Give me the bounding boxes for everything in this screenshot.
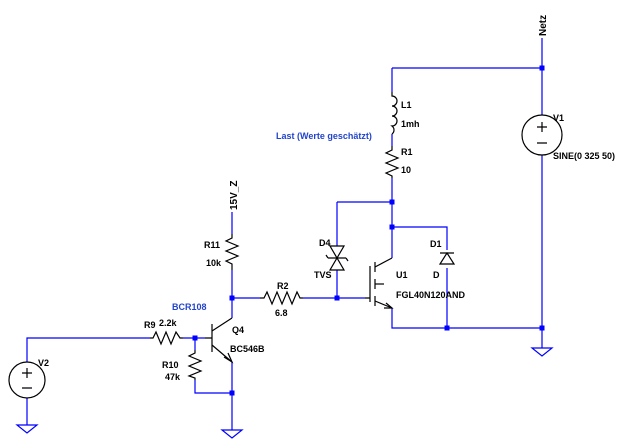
voltage-source-v1[interactable] <box>521 114 563 156</box>
net-label-netz: Netz <box>538 15 549 36</box>
ref-r9: R9 <box>144 320 156 330</box>
value-r10: 47k <box>165 372 181 382</box>
value-q4: BC546B <box>230 344 265 354</box>
junction-dot <box>444 325 450 331</box>
annotation-last: Last (Werte geschätzt) <box>276 131 372 141</box>
junction-dot <box>334 295 340 301</box>
junction-dot <box>539 65 545 71</box>
value-r9: 2.2k <box>159 318 178 328</box>
net-label-15v: 15V_Z <box>229 181 240 210</box>
value-v1: SINE(0 325 50) <box>553 151 615 161</box>
annotation-bcr: BCR108 <box>172 302 207 312</box>
ref-u1: U1 <box>396 270 408 280</box>
diode-d1[interactable] <box>438 251 456 265</box>
ref-q4: Q4 <box>232 325 244 335</box>
junction-dot <box>539 325 545 331</box>
junction-dot <box>389 199 395 205</box>
ref-d4: D4 <box>319 238 331 248</box>
junctions <box>192 65 545 396</box>
wire-r10-bottom <box>194 380 232 394</box>
npn-transistor-q4[interactable] <box>205 317 234 364</box>
ref-l1: L1 <box>401 100 412 110</box>
ground-symbol-v2 <box>15 424 39 434</box>
wire-v2-r9 <box>26 337 150 362</box>
value-u1: FGL40N120AND <box>396 290 466 300</box>
value-r11: 10k <box>206 258 222 268</box>
value-r1: 10 <box>401 165 411 175</box>
junction-dot <box>389 224 395 230</box>
junction-dot <box>229 390 235 396</box>
ref-v1: V1 <box>553 113 564 123</box>
resistor-r10[interactable] <box>187 350 203 380</box>
wire-collector-d4 <box>336 201 392 246</box>
ref-r2: R2 <box>277 281 289 291</box>
resistor-r11[interactable] <box>224 234 240 270</box>
junction-dot <box>192 335 198 341</box>
ref-r1: R1 <box>401 147 413 157</box>
resistor-r9[interactable] <box>150 330 183 346</box>
igbt-u1[interactable] <box>365 257 394 309</box>
ref-d1: D1 <box>430 239 442 249</box>
wire-d1-top <box>392 226 448 250</box>
ground-symbol-q4 <box>220 429 244 439</box>
ref-r11: R11 <box>204 240 220 250</box>
value-d4: TVS <box>314 270 332 280</box>
value-l1: 1mh <box>401 119 420 129</box>
wires <box>26 38 543 430</box>
wire-bottom-rail <box>391 308 542 329</box>
ref-r10: R10 <box>162 360 179 370</box>
value-d1: D <box>433 270 440 280</box>
resistor-r2[interactable] <box>260 290 303 306</box>
junction-dot <box>229 295 235 301</box>
tvs-diode-d4[interactable] <box>325 245 349 271</box>
inductor-l1[interactable] <box>390 92 398 135</box>
value-r2: 6.8 <box>275 308 288 318</box>
resistor-r1[interactable] <box>384 146 400 178</box>
ref-v2: V2 <box>38 358 49 368</box>
voltage-source-v2[interactable] <box>8 361 46 399</box>
ground-symbol-v1 <box>530 345 554 357</box>
